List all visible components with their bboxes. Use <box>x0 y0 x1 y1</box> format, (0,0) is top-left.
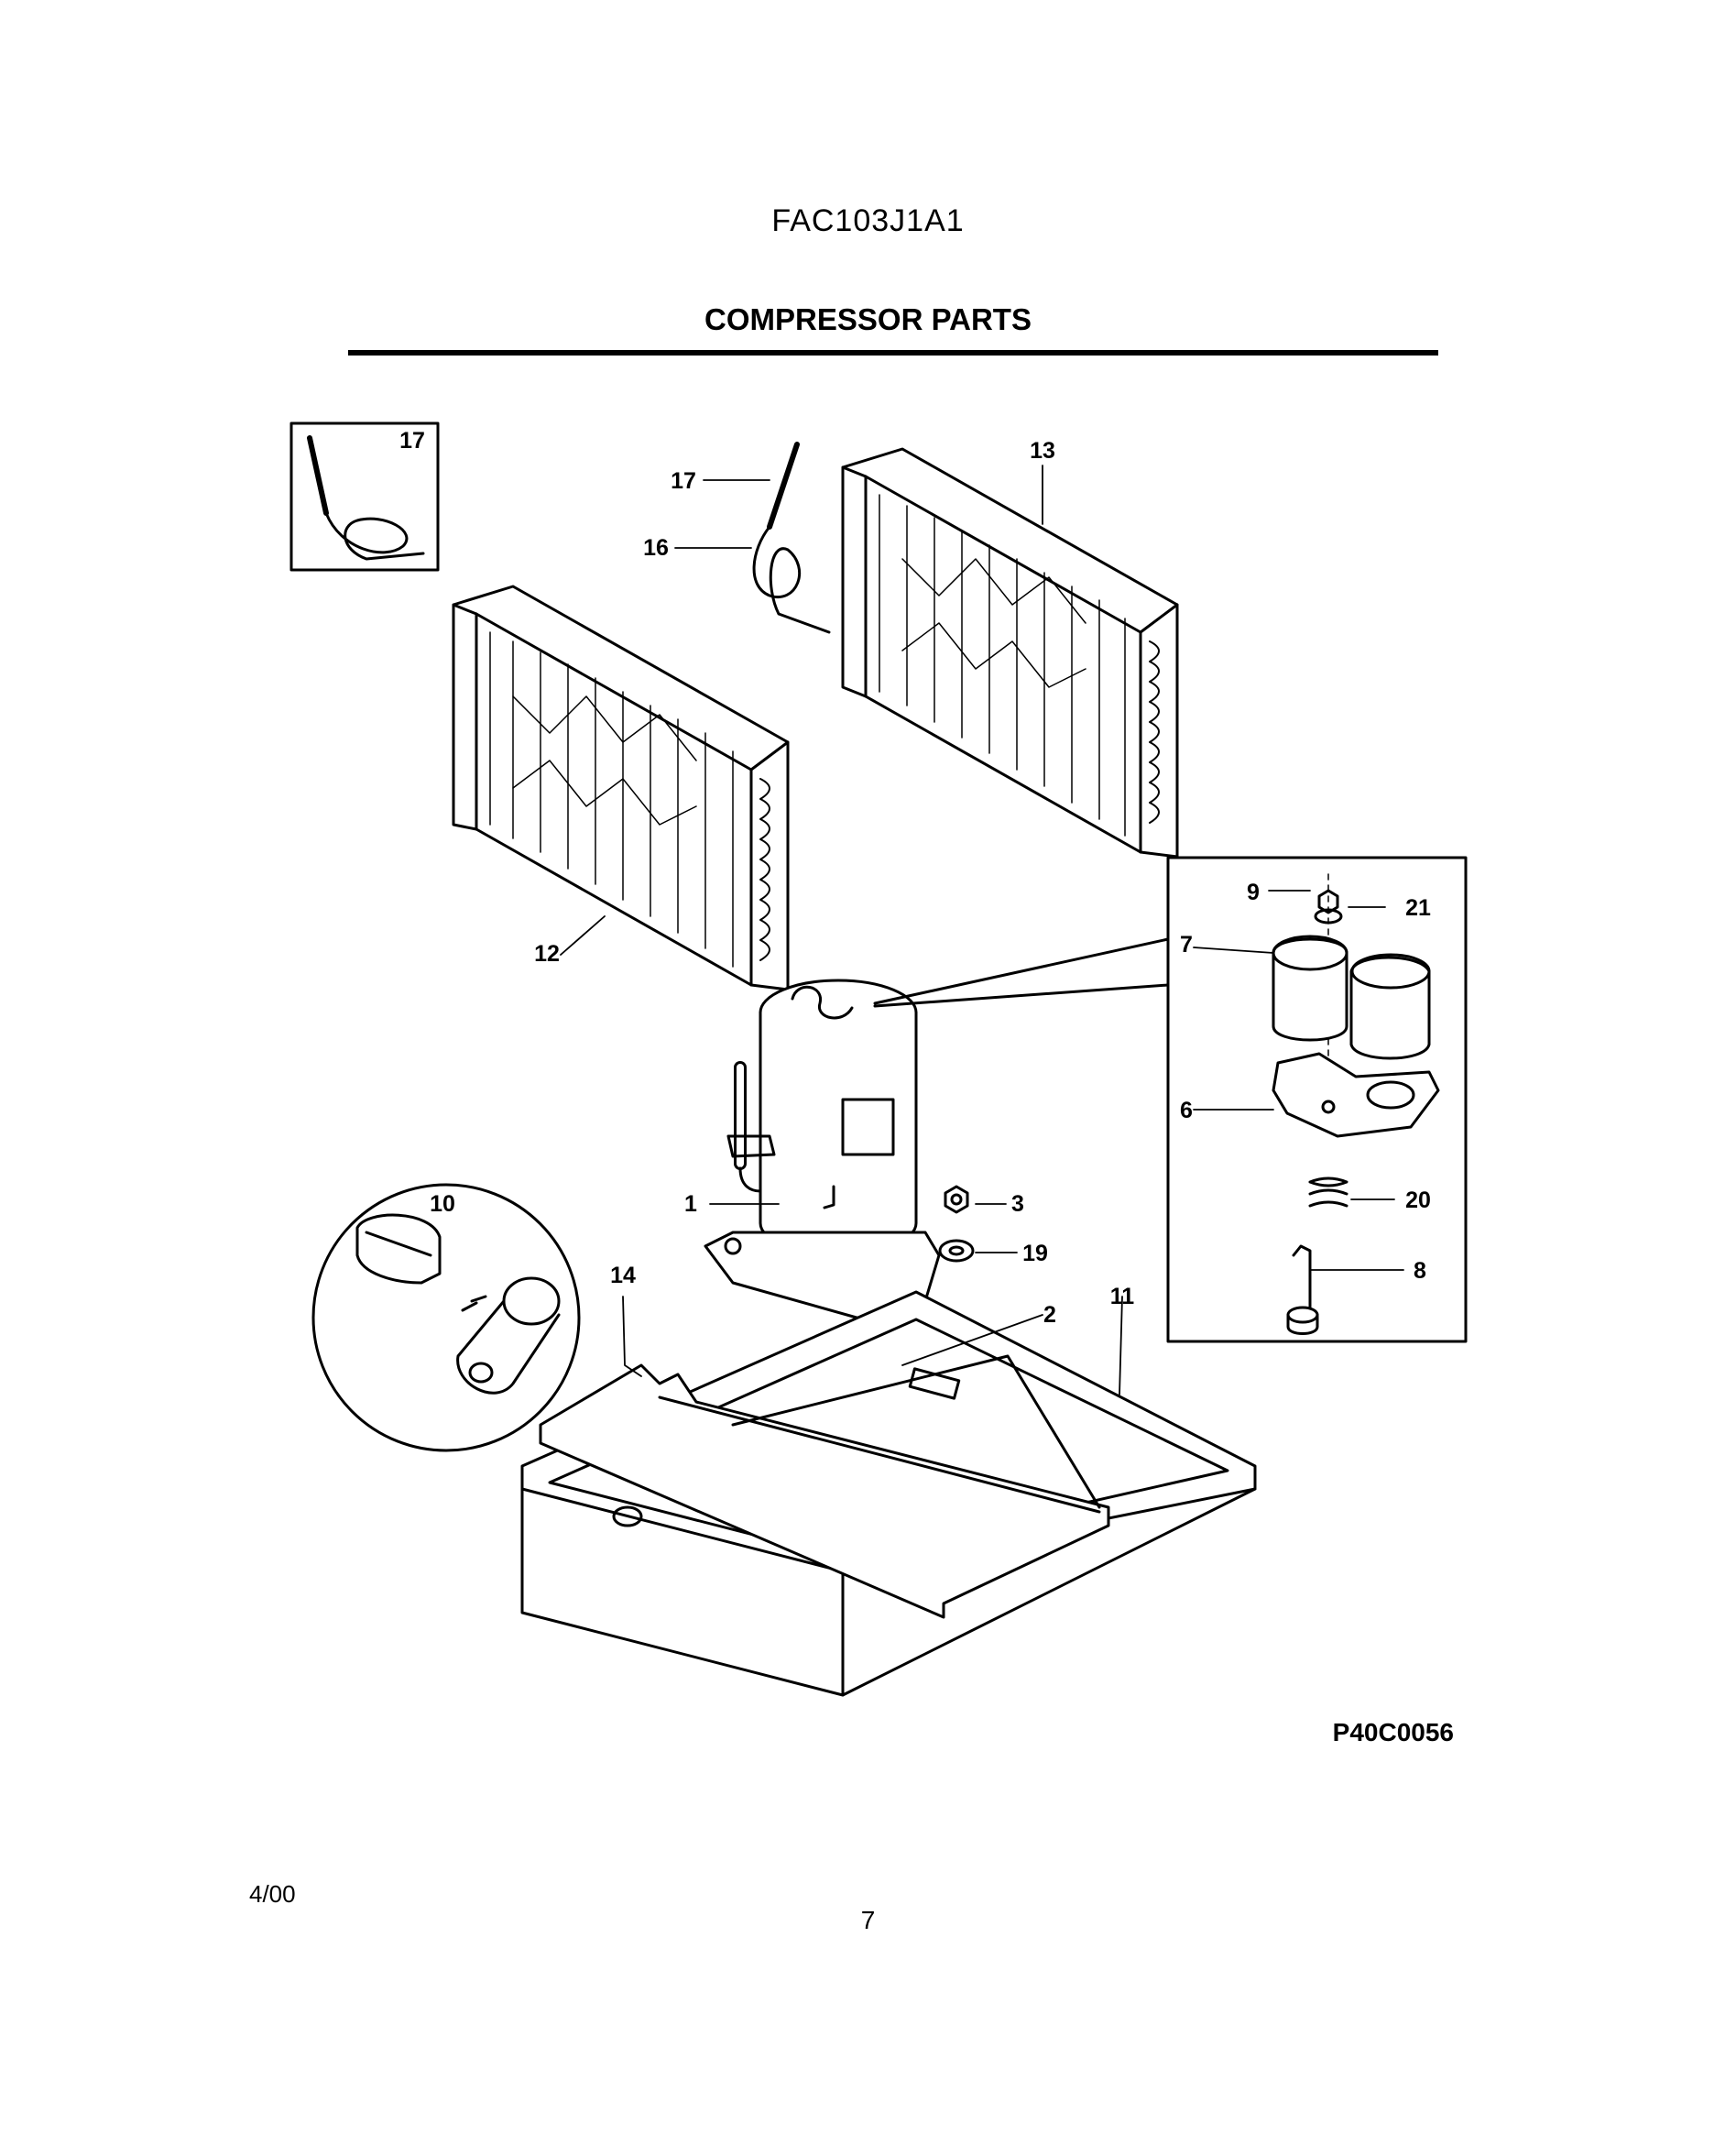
coil-12 <box>841 447 1179 859</box>
frame-13 <box>539 1354 1110 1619</box>
title-rule <box>348 350 1438 356</box>
thermistor-16-17 <box>752 442 831 634</box>
compressor-1 <box>704 979 941 1326</box>
callout-1: 1 <box>684 1191 697 1217</box>
callout-9: 9 <box>1247 880 1260 905</box>
page-title: COMPRESSOR PARTS <box>704 302 1032 336</box>
callout-17: 17 <box>671 468 696 494</box>
callout-20: 20 <box>1405 1187 1431 1213</box>
nut-3 <box>944 1185 969 1214</box>
callout-17-box: 17 <box>399 428 425 454</box>
callout-8: 8 <box>1414 1258 1426 1284</box>
callout-6: 6 <box>1180 1098 1193 1123</box>
callout-14: 11 <box>1110 1284 1135 1309</box>
callout-labels: 17 17 16 13 12 9 21 7 6 10 1 3 19 20 8 1… <box>399 428 1431 1328</box>
callout-19: 19 <box>1022 1241 1048 1266</box>
callout-13: 14 <box>610 1263 636 1288</box>
coil-11 <box>452 585 790 991</box>
callout-11: 12 <box>534 941 560 967</box>
callout-2: 2 <box>1043 1302 1056 1328</box>
revision-date: 4/00 <box>249 1880 296 1908</box>
callout-21: 21 <box>1405 895 1431 921</box>
detail-circle-10 <box>311 1183 581 1452</box>
model-number: FAC103J1A1 <box>771 203 965 238</box>
callout-10: 10 <box>430 1191 455 1217</box>
callout-12: 13 <box>1030 438 1055 464</box>
leader-lines <box>560 465 1404 1395</box>
page-number: 7 <box>860 1906 876 1934</box>
figure-code: P40C0056 <box>1332 1718 1454 1746</box>
callout-7: 7 <box>1180 932 1193 958</box>
callout-16: 16 <box>643 535 669 561</box>
washer-19 <box>938 1239 975 1263</box>
detail-box-overload <box>873 856 1468 1343</box>
callout-3: 3 <box>1011 1191 1024 1217</box>
detail-box-17 <box>289 421 440 572</box>
